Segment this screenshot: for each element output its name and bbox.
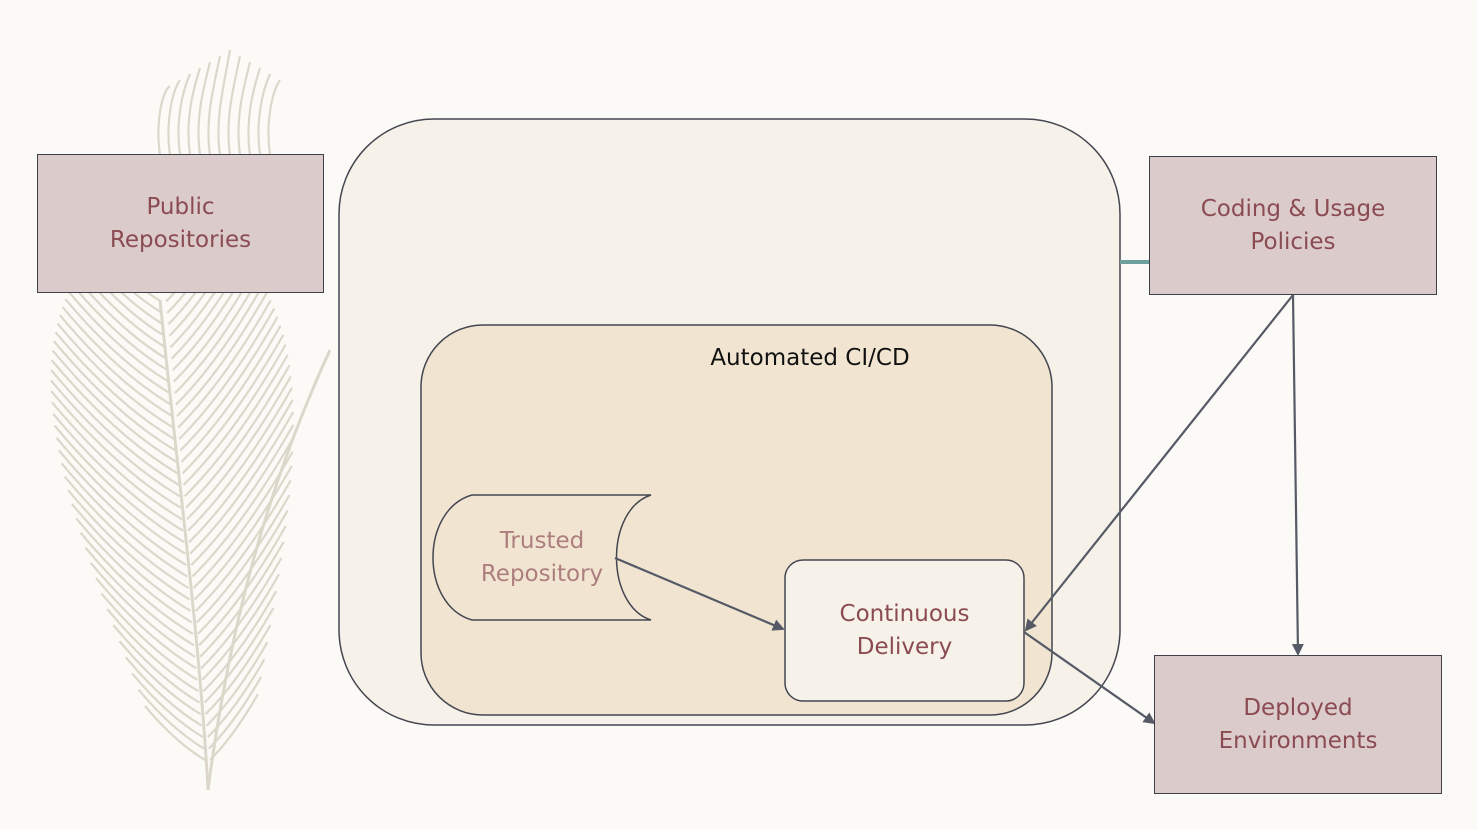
feather-barb xyxy=(227,55,242,156)
feather-barb xyxy=(50,359,179,475)
feather-barb xyxy=(50,369,180,486)
feather-barb xyxy=(79,532,194,635)
feather-barb xyxy=(193,465,293,601)
feather-barb xyxy=(185,364,291,509)
feather-barb xyxy=(237,61,252,156)
feather-barb xyxy=(217,49,232,156)
feather-barb xyxy=(106,608,199,693)
feather-barb xyxy=(177,73,192,156)
feather-barb xyxy=(61,306,172,406)
feather-barb xyxy=(199,541,285,658)
feather-barb xyxy=(194,479,292,612)
feather-barb xyxy=(197,61,212,156)
feather-barb xyxy=(144,705,206,761)
arrow-policies-to-delivery xyxy=(1024,294,1294,632)
arrow-delivery-to-deployed xyxy=(1023,631,1156,725)
feather-barb xyxy=(201,573,280,681)
automated-cicd-label: Automated CI/CD xyxy=(710,344,910,371)
feather-barb xyxy=(188,399,294,543)
feather-barb xyxy=(157,85,171,156)
feather-barb xyxy=(192,451,294,589)
public-repositories-label: Public Repositories xyxy=(109,193,252,253)
feather-barb xyxy=(186,375,292,521)
feather-barb xyxy=(124,656,203,727)
feather-barb xyxy=(55,437,186,555)
feather-barb xyxy=(179,316,279,452)
feather-barb xyxy=(84,546,195,647)
feather-barb xyxy=(196,494,291,624)
coding-usage-policies-box xyxy=(1149,156,1437,295)
feather-barb xyxy=(197,509,289,635)
feather-barb xyxy=(58,314,173,418)
feather-barb xyxy=(267,79,281,156)
feather-barb xyxy=(63,475,190,589)
feather-barb xyxy=(67,290,170,383)
feather-barb xyxy=(181,334,285,475)
feather-barb xyxy=(56,322,174,429)
arrow-trusted-to-delivery xyxy=(614,556,785,631)
feather-barb xyxy=(75,517,193,624)
continuous-delivery-label: Continuous Delivery xyxy=(839,600,970,660)
feather-barb xyxy=(112,624,201,704)
feather-barb xyxy=(177,299,272,429)
feather-barb xyxy=(198,525,287,647)
feather-barb xyxy=(167,79,181,156)
feather-barb xyxy=(202,590,278,692)
feather-barb xyxy=(190,424,295,566)
feather-barb xyxy=(178,307,276,440)
trusted-repository-shape xyxy=(432,494,652,621)
feather-barb xyxy=(182,344,287,486)
feather-barb xyxy=(60,462,189,578)
feather-barb xyxy=(180,325,282,463)
feather-barb xyxy=(57,449,187,567)
feather-barb xyxy=(131,672,204,739)
feather-barb xyxy=(51,401,183,521)
feather-barb xyxy=(191,437,295,578)
feather-barb xyxy=(204,624,272,715)
public-repositories-box xyxy=(37,154,324,293)
feather-barb xyxy=(176,292,268,417)
deployed-environments-label: Deployed Environments xyxy=(1218,694,1378,754)
continuous-delivery-shape xyxy=(784,559,1025,702)
feather-barb xyxy=(257,73,272,156)
feather-barb xyxy=(50,379,181,498)
feather-barb xyxy=(64,298,171,395)
feather-barb xyxy=(207,55,222,156)
coding-usage-policies-label: Coding & Usage Policies xyxy=(1200,195,1386,255)
feather-barb xyxy=(53,340,176,452)
feather-barb xyxy=(67,489,191,601)
arrow-policies-to-deployed xyxy=(1291,294,1304,656)
feather-barb xyxy=(137,689,205,750)
feather-barb xyxy=(208,676,263,750)
feather-barb xyxy=(50,390,182,509)
feather-barb xyxy=(205,641,269,727)
feather-barb xyxy=(71,283,169,372)
feather-barb xyxy=(51,349,178,463)
feather-barb xyxy=(174,277,260,394)
feather-barb xyxy=(54,331,175,440)
feather-barb xyxy=(89,562,196,658)
feather-barb xyxy=(207,658,266,738)
feather-barb xyxy=(118,640,202,716)
deployed-environments-box xyxy=(1154,655,1442,794)
feather-barb xyxy=(52,413,184,532)
feather-barb xyxy=(200,557,283,670)
feather-barb xyxy=(203,607,275,704)
feather-barb xyxy=(53,424,185,544)
trusted-repository-label: Trusted Repository xyxy=(480,527,604,587)
feather-barb xyxy=(95,577,197,670)
feather-barb xyxy=(189,411,295,555)
feather-barb xyxy=(187,387,293,532)
feather-barb xyxy=(247,67,262,156)
feather-barb xyxy=(175,284,264,406)
feather-barb xyxy=(100,592,198,681)
feather-barb xyxy=(187,67,202,156)
feather-barb xyxy=(209,693,259,761)
feather-barb xyxy=(71,503,192,612)
feather-barb xyxy=(183,354,289,498)
